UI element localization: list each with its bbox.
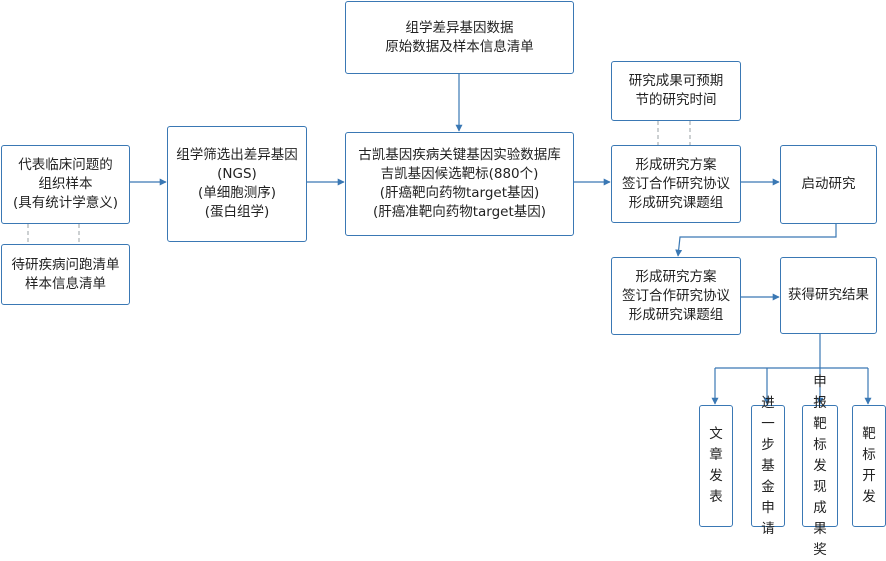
node-text-line: (肝癌靶向药物target基因) [379,185,540,201]
node-text-line: (单细胞测序) [197,185,277,201]
node-text-line: 古凯基因疾病关键基因实验数据库 [358,147,561,163]
node-text-line: 组学差异基因数据 [405,19,514,36]
node-text-line: 文章发表 [709,426,723,505]
flow-connectors [27,74,872,405]
box-article-publish: 文章发表 [699,405,733,527]
box-omics-screen: 组学筛选出差异基因 (NGS) (单细胞测序) (蛋白组学) [167,126,307,242]
node-text-line: (NGS) [217,166,257,182]
box-tissue-sample: 代表临床问题的组织样本 (具有统计学意义) [1,145,130,224]
node-text-line: 形成研究课题组 [628,194,724,211]
box-research-plan-2: 形成研究方案签订合作研究协议形成研究课题组 [611,257,741,335]
box-start-research: 启动研究 [780,145,877,224]
box-gene-data: 组学差异基因数据原始数据及样本信息清单 [345,1,574,74]
node-text-line: 申报靶标发现成果奖 [813,373,827,558]
node-text-line: 签订合作研究协议 [622,175,730,192]
node-text-line: 组学筛选出差异基因 [176,147,298,163]
node-text-line: 代表临床问题的 [18,157,113,173]
node-text-line: 原始数据及样本信息清单 [385,38,534,55]
node-text-line: 形成研究方案 [635,156,717,173]
node-text-line: 组织样本 [38,176,93,192]
box-gene-database: 古凯基因疾病关键基因实验数据库吉凯基因候选靶标(880个) (肝癌靶向药物targ… [345,132,574,236]
node-text-line: 节的研究时间 [635,92,717,108]
node-text-line: 吉凯基因候选靶标(880个) [380,166,539,182]
node-text-line: 形成研究方案 [635,268,717,285]
node-text-line: 样本信息清单 [25,275,106,292]
node-text-line: 进一步基金申请 [761,394,775,537]
node-text-line: 靶标开发 [862,426,876,505]
box-research-plan-1: 形成研究方案签订合作研究协议形成研究课题组 [611,145,741,223]
node-text-line: 启动研究 [801,176,856,192]
box-target-development: 靶标开发 [852,405,886,527]
box-further-funding: 进一步基金申请 [751,395,785,537]
node-text-line: 待研疾病问跑清单 [11,256,120,273]
node-text-line: (具有统计学意义) [12,195,119,211]
box-pending-list: 待研疾病问跑清单样本信息清单 [1,244,130,305]
node-text-line: 获得研究结果 [788,287,869,303]
box-obtain-results: 获得研究结果 [780,257,877,334]
box-target-award: 申报靶标发现成果奖 [802,374,838,558]
box-expected-results: 研究成果可预期节的研究时间 [611,61,741,121]
node-text-line: 签订合作研究协议 [622,287,730,304]
arrow-start-to-plan2 [675,224,837,257]
node-text-line: 研究成果可预期 [628,73,724,89]
node-text-line: 形成研究课题组 [628,306,724,323]
node-text-line: (蛋白组学) [204,204,270,220]
node-text-line: (肝癌准靶向药物target基因) [372,204,547,220]
